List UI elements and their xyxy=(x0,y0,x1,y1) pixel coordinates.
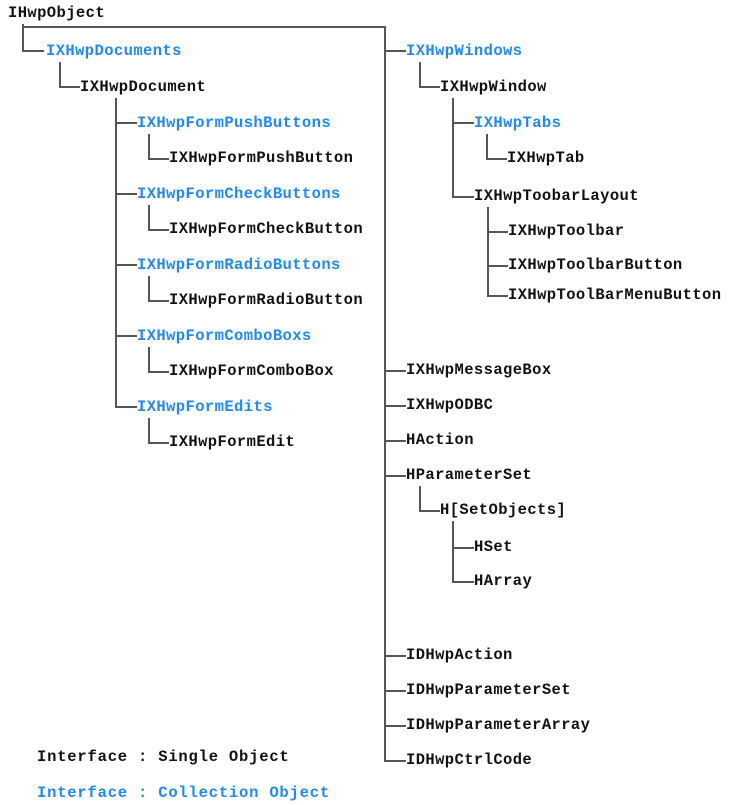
node-h-setobjects: H[SetObjects] xyxy=(440,501,567,519)
root-trunk-horizontal xyxy=(22,26,386,28)
toobarlayout-children-spine xyxy=(487,207,489,296)
tabs-child-vertical xyxy=(486,134,488,160)
documents-child-elbow xyxy=(59,86,80,88)
formcomboboxs-child-elbow xyxy=(148,371,169,373)
hparameterset-child-vertical xyxy=(419,486,421,512)
node-ixhwpdocument: IXHwpDocument xyxy=(80,78,207,96)
root-elbow-to-documents xyxy=(22,50,44,52)
root-trunk-vertical xyxy=(22,24,24,52)
windows-child-elbow xyxy=(419,86,440,88)
node-ixhwpformpushbutton: IXHwpFormPushButton xyxy=(169,149,354,167)
node-ixhwpformcomboboxs: IXHwpFormComboBoxs xyxy=(137,327,312,345)
node-ixhwpformedit: IXHwpFormEdit xyxy=(169,433,296,451)
hparameterset-child-elbow xyxy=(419,510,440,512)
node-ixhwpformedits: IXHwpFormEdits xyxy=(137,398,273,416)
tick-idhwpparameterset xyxy=(384,690,406,692)
tick-harray xyxy=(452,581,474,583)
setobjects-children-spine xyxy=(452,521,454,583)
node-idhwpparameterarray: IDHwpParameterArray xyxy=(406,716,591,734)
formcomboboxs-child-vertical xyxy=(148,347,150,373)
tick-formpushbuttons xyxy=(115,122,137,124)
node-idhwpctrlcode: IDHwpCtrlCode xyxy=(406,751,533,769)
tabs-child-elbow xyxy=(486,158,507,160)
legend-collection-object: Interface : Collection Object xyxy=(37,784,330,802)
tick-formradiobuttons xyxy=(115,264,137,266)
tick-idhwpparameterarray xyxy=(384,725,406,727)
node-ixhwptoolbarmenubutton: IXHwpToolBarMenuButton xyxy=(508,286,722,304)
node-ixhwpmessagebox: IXHwpMessageBox xyxy=(406,361,552,379)
formradiobuttons-child-elbow xyxy=(148,300,169,302)
node-ixhwptoolbar: IXHwpToolbar xyxy=(508,222,625,240)
formcheckbuttons-child-elbow xyxy=(148,229,169,231)
node-ixhwptab: IXHwpTab xyxy=(507,149,585,167)
node-idhwpaction: IDHwpAction xyxy=(406,646,513,664)
node-ihwpobject: IHwpObject xyxy=(8,4,106,22)
formedits-child-elbow xyxy=(148,442,169,444)
tick-ixhwpmessagebox xyxy=(384,370,406,372)
node-hset: HSet xyxy=(474,538,513,556)
tick-ixhwptoolbarbutton xyxy=(487,265,508,267)
node-ixhwpformcheckbutton: IXHwpFormCheckButton xyxy=(169,220,364,238)
node-ixhwpformradiobutton: IXHwpFormRadioButton xyxy=(169,291,364,309)
windows-child-vertical xyxy=(419,62,421,88)
node-ixhwpodbc: IXHwpODBC xyxy=(406,396,494,414)
node-ixhwptabs: IXHwpTabs xyxy=(474,114,562,132)
formcheckbuttons-child-vertical xyxy=(148,205,150,231)
tick-idhwpctrlcode xyxy=(384,760,406,762)
documents-child-vertical xyxy=(59,62,61,88)
node-ixhwpdocuments: IXHwpDocuments xyxy=(46,42,182,60)
tick-formcheckbuttons xyxy=(115,193,137,195)
node-ixhwptoobarlayout: IXHwpToobarLayout xyxy=(474,187,639,205)
tick-hset xyxy=(452,547,474,549)
tick-ixhwptoobarlayout xyxy=(452,196,474,198)
tick-idhwpaction xyxy=(384,655,406,657)
tick-hparameterset xyxy=(384,475,406,477)
formradiobuttons-child-vertical xyxy=(148,276,150,302)
tick-ixhwptoolbar xyxy=(487,231,508,233)
formpushbuttons-child-vertical xyxy=(148,134,150,160)
tick-formcomboboxs xyxy=(115,335,137,337)
node-ixhwpwindow: IXHwpWindow xyxy=(440,78,547,96)
window-children-spine xyxy=(452,98,454,198)
node-hparameterset: HParameterSet xyxy=(406,466,533,484)
node-idhwpparameterset: IDHwpParameterSet xyxy=(406,681,571,699)
right-branch-spine xyxy=(384,26,386,761)
node-harray: HArray xyxy=(474,572,533,590)
node-ixhwpwindows: IXHwpWindows xyxy=(406,42,523,60)
node-haction: HAction xyxy=(406,431,474,449)
node-ixhwpformpushbuttons: IXHwpFormPushButtons xyxy=(137,114,332,132)
tick-formedits xyxy=(115,406,137,408)
tick-haction xyxy=(384,440,406,442)
node-ixhwpformcombobox: IXHwpFormComboBox xyxy=(169,362,334,380)
document-children-spine xyxy=(115,98,117,407)
tick-ixhwpodbc xyxy=(384,405,406,407)
node-ixhwpformcheckbuttons: IXHwpFormCheckButtons xyxy=(137,185,341,203)
node-ixhwpformradiobuttons: IXHwpFormRadioButtons xyxy=(137,256,341,274)
formpushbuttons-child-elbow xyxy=(148,158,169,160)
legend-single-object: Interface : Single Object xyxy=(37,748,290,766)
formedits-child-vertical xyxy=(148,418,150,444)
tick-ixhwpwindows xyxy=(384,50,406,52)
tick-ixhwptabs xyxy=(452,122,474,124)
node-ixhwptoolbarbutton: IXHwpToolbarButton xyxy=(508,256,683,274)
tick-ixhwptoolbarmenubutton xyxy=(487,295,508,297)
